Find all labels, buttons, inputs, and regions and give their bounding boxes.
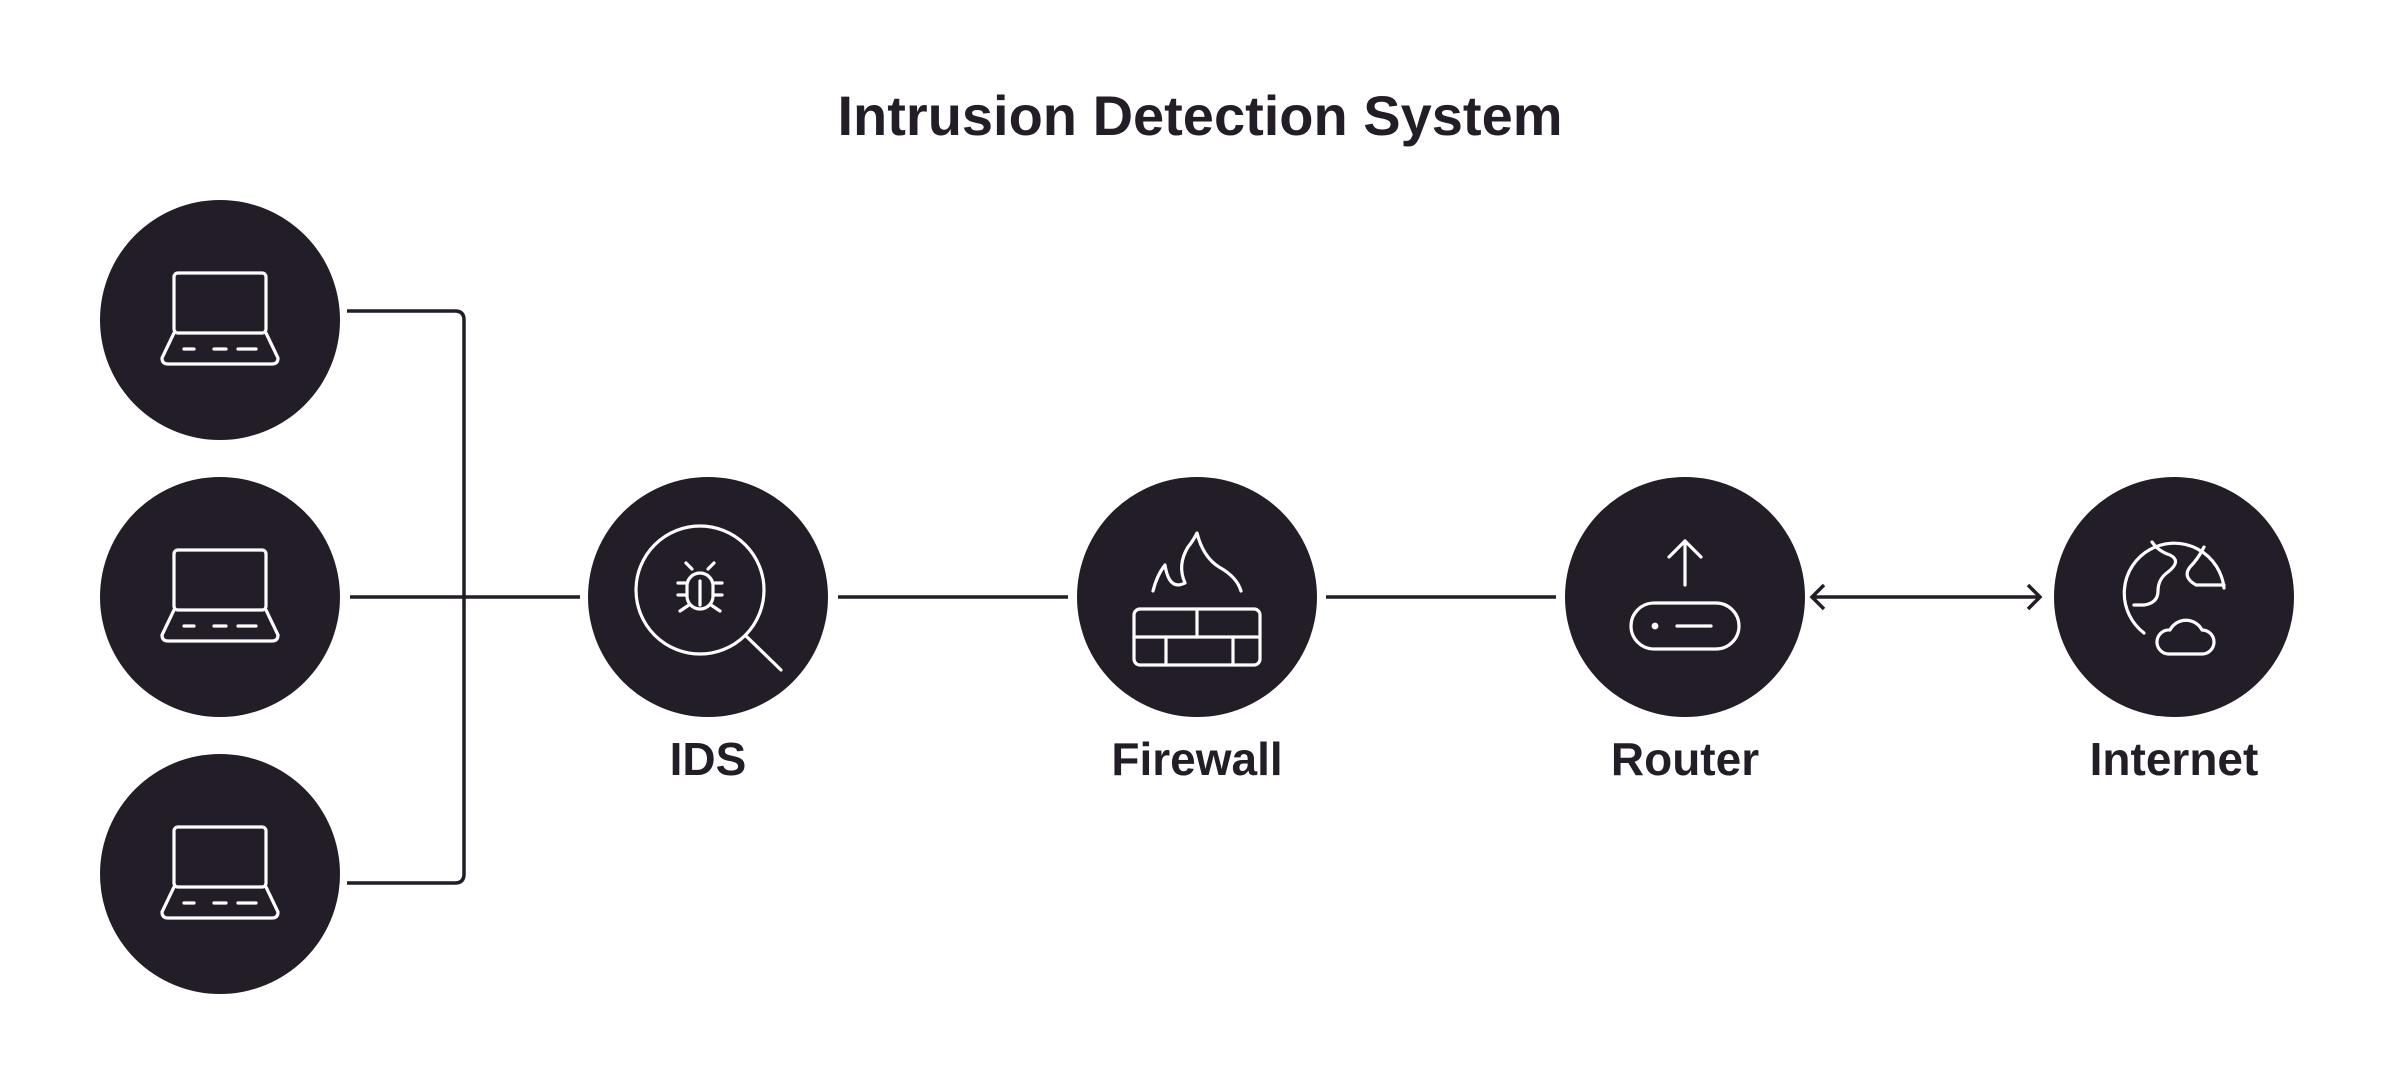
router-to-internet-connector xyxy=(1809,583,2043,611)
laptop-node-3 xyxy=(100,754,340,994)
router-node: Router xyxy=(1565,477,1805,785)
laptop-node-1 xyxy=(100,200,340,440)
firewall-node: Firewall xyxy=(1077,477,1317,785)
firewall-icon xyxy=(1132,531,1262,667)
ids-node: IDS xyxy=(588,477,828,785)
router-label: Router xyxy=(1611,733,1759,785)
ids-label: IDS xyxy=(670,733,747,785)
internet-label: Internet xyxy=(2090,733,2259,785)
bug-magnifier-icon xyxy=(634,524,783,672)
internet-node: Internet xyxy=(2054,477,2294,785)
firewall-label: Firewall xyxy=(1111,733,1282,785)
router-icon xyxy=(1629,539,1741,651)
diagram-title: Intrusion Detection System xyxy=(837,84,1562,147)
laptop-node-2 xyxy=(100,477,340,717)
globe-cloud-icon xyxy=(2122,540,2226,656)
